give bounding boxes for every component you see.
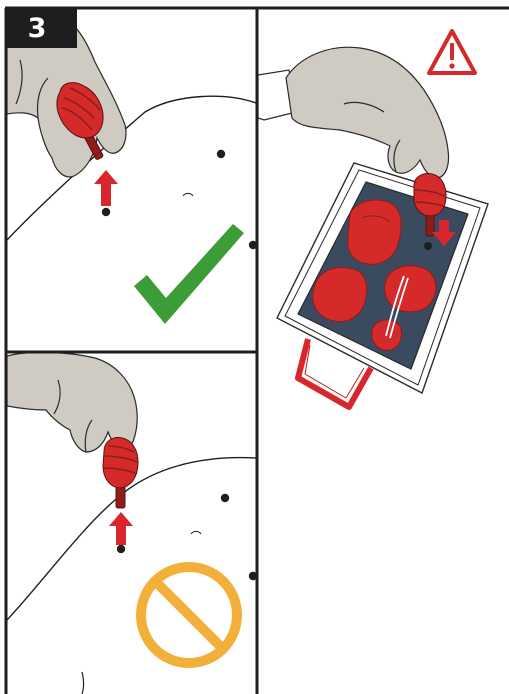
check-mark-icon [134,224,244,324]
up-arrow [94,170,118,206]
skin-mark [191,531,201,534]
panel-incorrect [7,352,257,694]
sample-specimen [313,267,367,321]
step-number: 3 [28,13,47,44]
gloved-hand [286,47,449,178]
sterile-tray [277,163,488,407]
sample-specimen [348,200,401,264]
target-dot [424,242,432,250]
step-number-badge: 3 [5,8,77,48]
prohibited-icon [141,567,237,663]
sample-specimen [385,266,436,312]
bulb-syringe [103,438,138,508]
puncture-site-dot [221,494,229,502]
panel-tray [258,31,488,407]
body-outline-lower [82,672,84,694]
puncture-site-dot [102,208,110,216]
puncture-site-dot [217,150,225,158]
warning-icon [429,31,475,73]
skin-mark [183,193,193,196]
puncture-site-dot [117,545,125,553]
up-arrow [109,512,133,545]
panel-correct [7,16,257,324]
